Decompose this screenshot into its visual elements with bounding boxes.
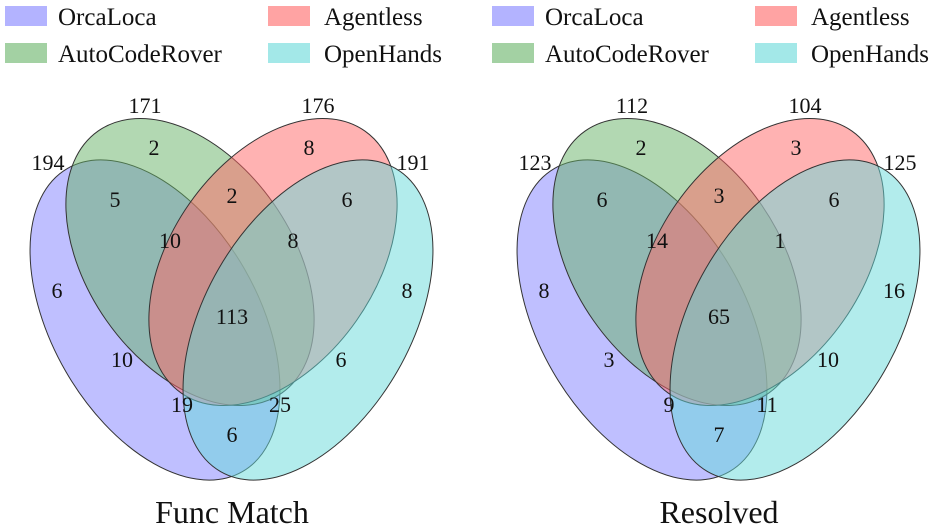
region-all-four: 65 (708, 304, 730, 329)
region-acr-agentless-openhands: 1 (775, 228, 786, 253)
ellipse-openhands (669, 159, 921, 481)
total-agentless: 176 (302, 93, 335, 118)
legend-swatch-openhands (755, 43, 797, 63)
region-agentless-only: 3 (791, 135, 802, 160)
region-acr-openhands: 6 (336, 347, 347, 372)
totals-resolved: 123 112 104 125 (519, 93, 917, 175)
legend-resolved: OrcaLoca Agentless AutoCodeRover OpenHan… (492, 4, 929, 68)
legend-swatch-orcaloca (5, 6, 47, 26)
total-autocoderover: 112 (616, 93, 648, 118)
regions-resolved: 8 2 3 16 6 3 6 14 1 65 3 10 9 11 7 (539, 135, 906, 447)
region-agentless-only: 8 (304, 135, 315, 160)
region-orcaloca-only: 6 (52, 278, 63, 303)
diagram-title: Func Match (155, 494, 309, 530)
region-orcaloca-openhands: 7 (714, 422, 725, 447)
region-openhands-only: 8 (402, 278, 413, 303)
region-acr-openhands: 10 (817, 347, 839, 372)
region-agentless-openhands: 6 (829, 187, 840, 212)
legend-label-openhands: OpenHands (811, 41, 929, 68)
legend-label-agentless: Agentless (324, 4, 423, 31)
regions-func-match: 6 2 8 8 5 2 6 10 8 113 10 6 19 25 6 (52, 135, 413, 447)
legend-func-match: OrcaLoca Agentless AutoCodeRover OpenHan… (5, 4, 442, 68)
total-autocoderover: 171 (129, 93, 162, 118)
ellipses-func-match (29, 117, 434, 481)
legend-swatch-autocoderover (492, 43, 534, 63)
total-orcaloca: 123 (519, 150, 552, 175)
legend-label-orcaloca: OrcaLoca (58, 4, 157, 31)
ellipse-openhands (182, 159, 434, 481)
region-orcaloca-agentless-openhands: 19 (171, 392, 193, 417)
region-orcaloca-acr-agentless: 14 (646, 228, 668, 253)
total-openhands: 191 (397, 150, 430, 175)
legend-swatch-openhands (268, 43, 310, 63)
region-orcaloca-acr: 6 (597, 187, 608, 212)
region-acr-agentless-openhands: 8 (288, 228, 299, 253)
legend-label-orcaloca: OrcaLoca (545, 4, 644, 31)
diagram-title: Resolved (659, 494, 778, 530)
legend-label-agentless: Agentless (811, 4, 910, 31)
region-acr-agentless: 2 (227, 183, 238, 208)
totals-func-match: 194 171 176 191 (32, 93, 430, 175)
region-autocoderover-only: 2 (149, 135, 160, 160)
region-orcaloca-agentless: 10 (111, 347, 133, 372)
region-orcaloca-acr-agentless: 10 (159, 228, 181, 253)
legend-label-openhands: OpenHands (324, 41, 442, 68)
venn-func-match: OrcaLoca Agentless AutoCodeRover OpenHan… (5, 4, 442, 530)
total-orcaloca: 194 (32, 150, 65, 175)
legend-swatch-agentless (268, 6, 310, 26)
region-acr-agentless: 3 (714, 183, 725, 208)
legend-label-autocoderover: AutoCodeRover (545, 41, 710, 68)
region-all-four: 113 (216, 304, 248, 329)
legend-swatch-autocoderover (5, 43, 47, 63)
region-orcaloca-agentless: 3 (604, 347, 615, 372)
region-agentless-openhands: 6 (342, 187, 353, 212)
region-openhands-only: 16 (883, 278, 905, 303)
region-autocoderover-only: 2 (636, 135, 647, 160)
total-openhands: 125 (884, 150, 917, 175)
legend-swatch-orcaloca (492, 6, 534, 26)
region-orcaloca-agentless-openhands: 9 (664, 392, 675, 417)
legend-swatch-agentless (755, 6, 797, 26)
total-agentless: 104 (789, 93, 822, 118)
venn-resolved: OrcaLoca Agentless AutoCodeRover OpenHan… (492, 4, 929, 530)
region-orcaloca-only: 8 (539, 278, 550, 303)
region-orcaloca-acr-openhands: 11 (756, 392, 777, 417)
ellipses-resolved (516, 117, 921, 481)
region-orcaloca-openhands: 6 (227, 422, 238, 447)
legend-label-autocoderover: AutoCodeRover (58, 41, 223, 68)
region-orcaloca-acr-openhands: 25 (269, 392, 291, 417)
region-orcaloca-acr: 5 (110, 187, 121, 212)
